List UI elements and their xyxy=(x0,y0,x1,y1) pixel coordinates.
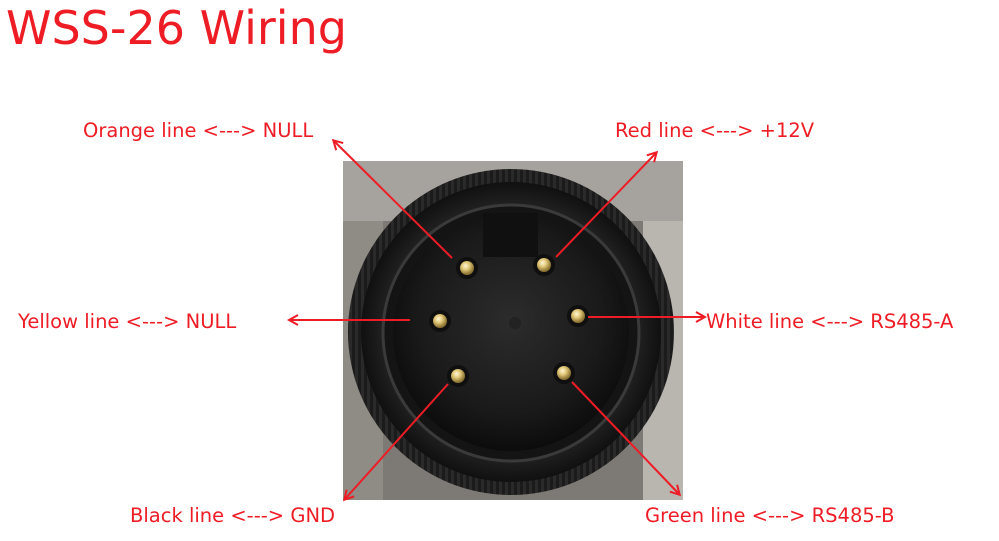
pin-green xyxy=(553,362,575,384)
connector-keyway xyxy=(483,213,538,257)
pin-yellow xyxy=(429,310,451,332)
pin-white xyxy=(567,305,589,327)
pin-orange xyxy=(456,257,478,279)
label-green-line: Green line <---> RS485-B xyxy=(645,504,895,527)
connector-face xyxy=(393,215,629,451)
pin-red xyxy=(533,254,555,276)
label-white-line: White line <---> RS485-A xyxy=(706,310,954,333)
label-yellow-line: Yellow line <---> NULL xyxy=(18,310,237,333)
label-black-line: Black line <---> GND xyxy=(130,504,336,527)
pin-black xyxy=(447,365,469,387)
page-title: WSS-26 Wiring xyxy=(6,1,347,55)
connector-center-dimple xyxy=(509,317,521,329)
connector-photo xyxy=(343,161,683,500)
label-orange-line: Orange line <---> NULL xyxy=(83,119,314,142)
label-red-line: Red line <---> +12V xyxy=(615,119,815,142)
